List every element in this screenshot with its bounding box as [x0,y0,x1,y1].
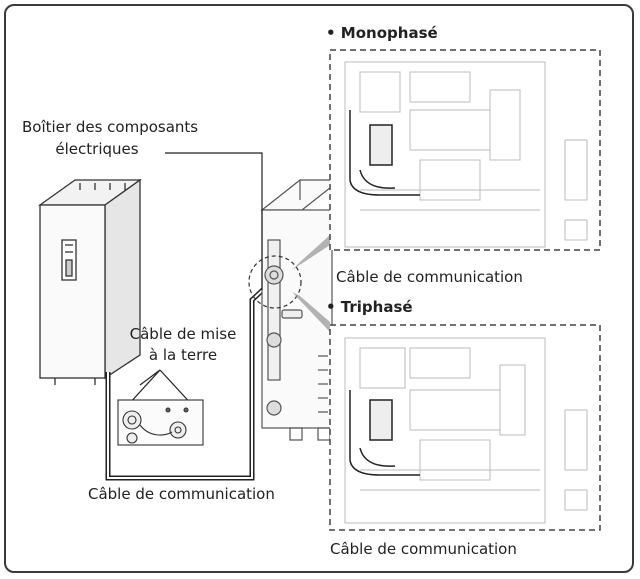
comm-cable-label-main: Câble de communication [88,485,275,503]
electrical-box-label-line1: Boîtier des composants [22,118,199,136]
box-leader-line [165,152,263,290]
ground-inset [117,399,204,446]
three-phase-heading: • Triphasé [326,298,413,316]
ground-cable-label-line1: Câble de mise [129,325,237,343]
comm-cable-label-three-phase: Câble de communication [330,540,517,558]
indoor-unit [37,178,143,385]
comm-cable-label-single-phase: Câble de communication [336,268,523,286]
diagram-frame [4,4,634,573]
communication-cable [105,283,270,481]
electrical-box-label-line2: électriques [55,140,139,158]
single-phase-heading: • Monophasé [326,24,438,42]
three-phase-inset [329,324,601,531]
inset-connector-rays [292,235,330,332]
ground-cable-label-line2: à la terre [148,346,218,364]
single-phase-inset [329,49,601,251]
